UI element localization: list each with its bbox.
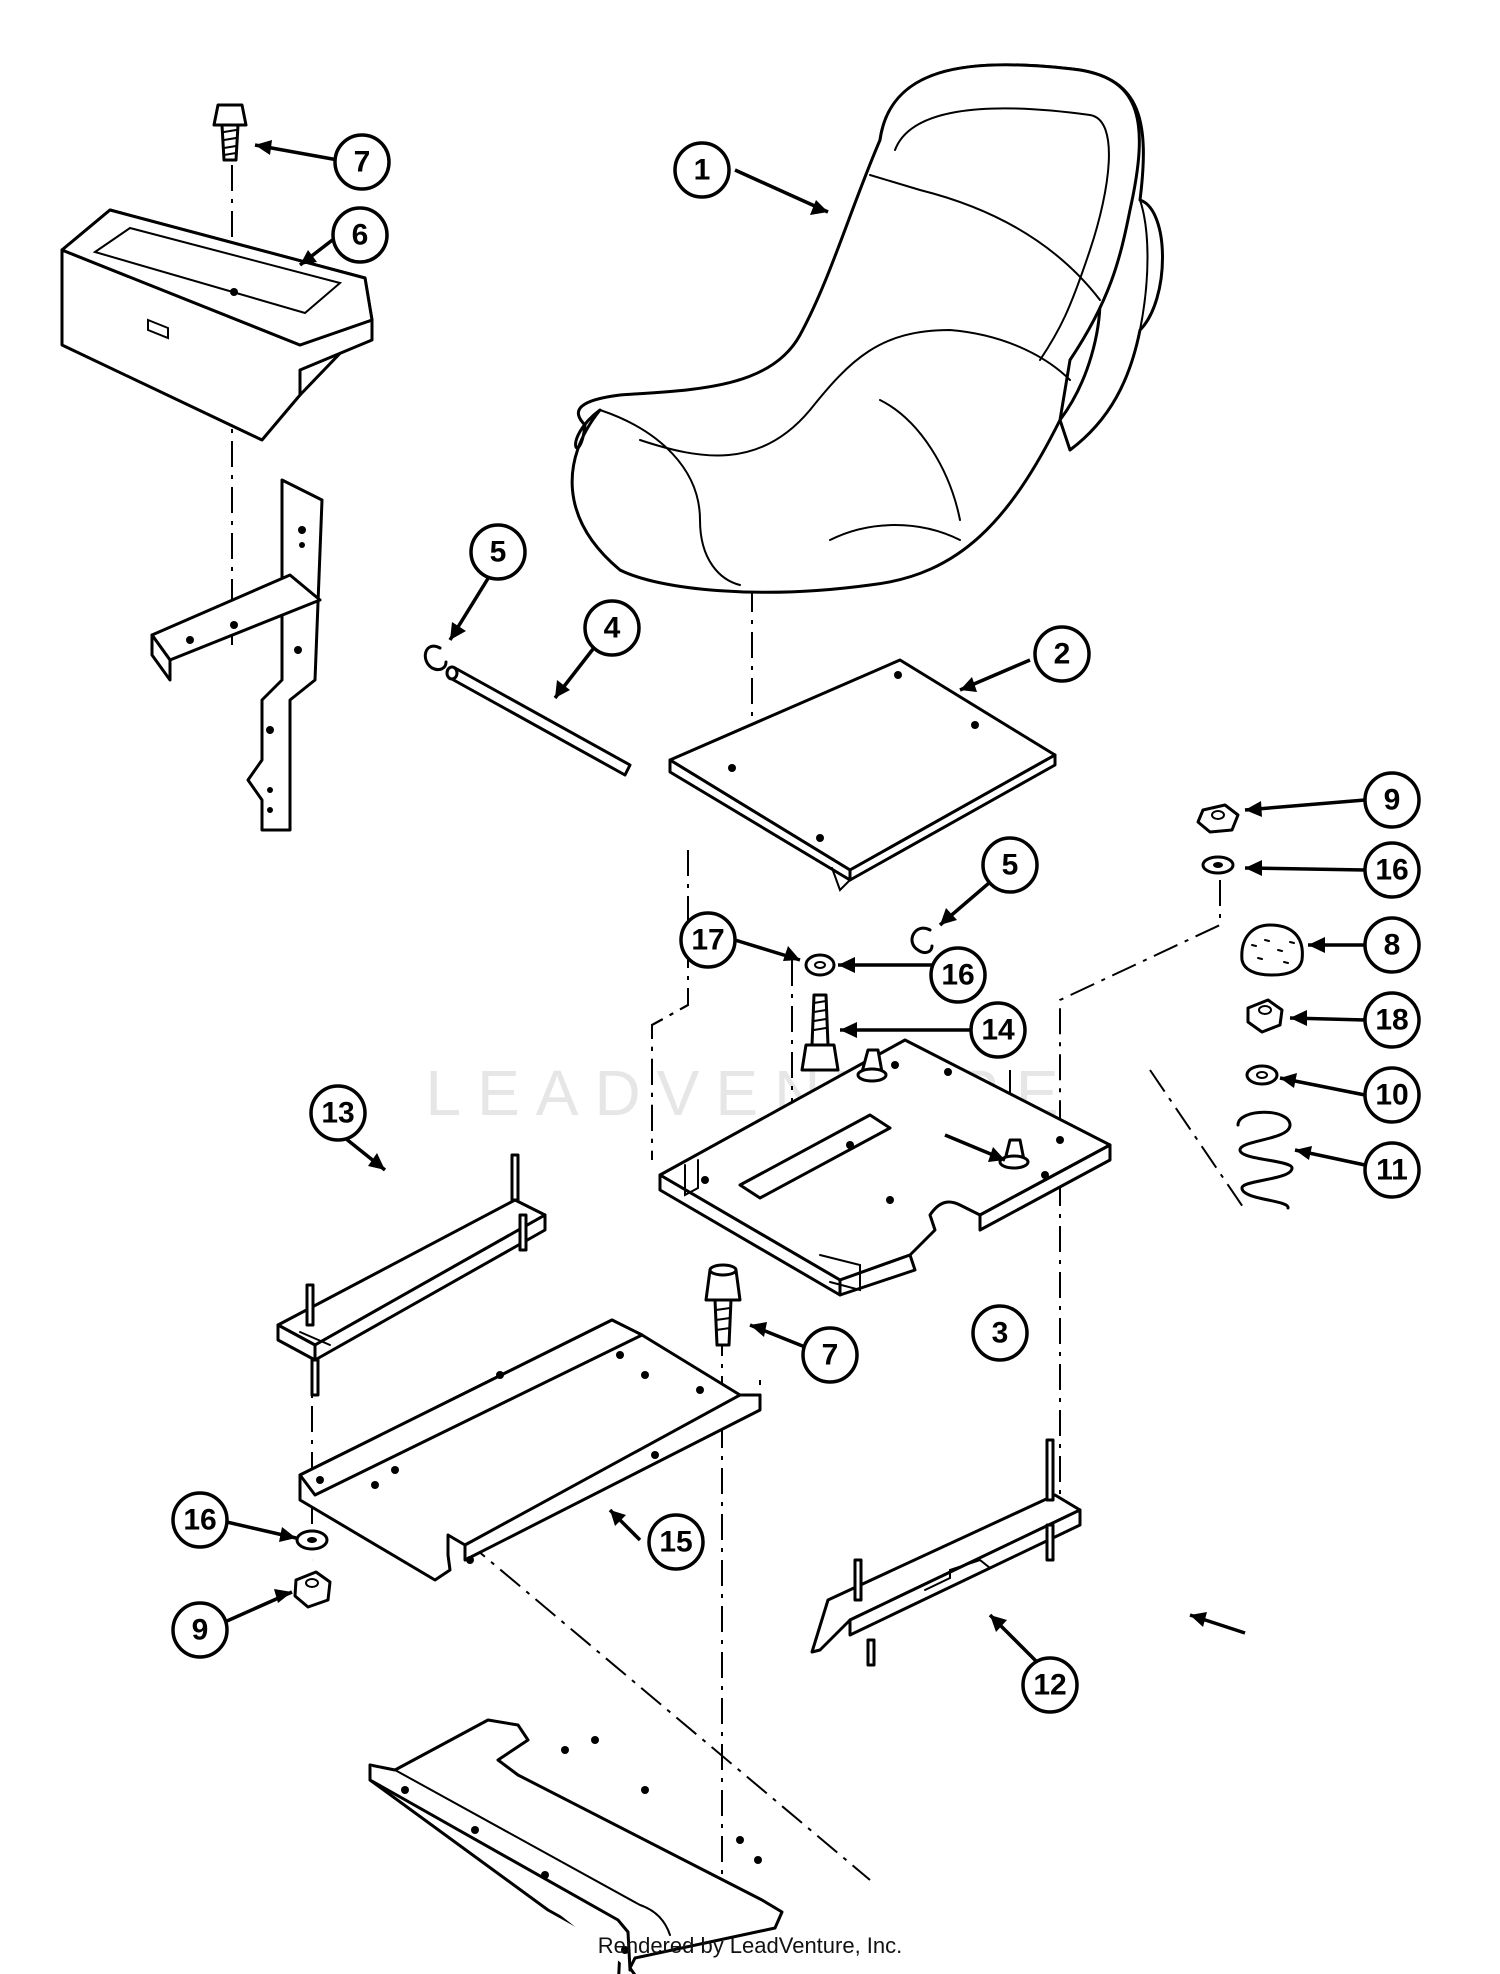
bolt-center — [800, 993, 840, 1072]
callout-9-left-label: 9 — [192, 1614, 209, 1647]
callout-10: 10 — [1363, 1066, 1421, 1124]
pivot-rod — [445, 665, 632, 777]
callout-6: 6 — [331, 206, 389, 264]
washer-16-right — [1201, 855, 1235, 875]
washer-10 — [1245, 1064, 1279, 1086]
callout-12: 12 — [1021, 1656, 1079, 1714]
callout-9-left: 9 — [171, 1601, 229, 1659]
nut-18 — [1246, 998, 1284, 1034]
callout-15-label: 15 — [659, 1526, 692, 1559]
callout-16-left: 16 — [171, 1491, 229, 1549]
callout-2: 2 — [1033, 625, 1091, 683]
callout-2-label: 2 — [1054, 638, 1071, 671]
callout-16-right: 16 — [1363, 841, 1421, 899]
callout-arrowheads — [255, 140, 1325, 1632]
bolt-lower — [704, 1263, 742, 1347]
seat-plate — [668, 658, 1057, 892]
callout-14-label: 14 — [981, 1014, 1015, 1047]
nut-9-left — [293, 1570, 332, 1609]
rail-12 — [810, 1438, 1082, 1667]
callout-6-label: 6 — [352, 219, 369, 252]
clip-left — [423, 644, 448, 672]
slide-plate — [298, 1318, 762, 1582]
footer-credit: Rendered by LeadVenture, Inc. — [597, 1933, 903, 1958]
callout-9-right: 9 — [1363, 771, 1421, 829]
washer-16-left — [295, 1529, 329, 1551]
rail-13 — [276, 1153, 547, 1397]
callout-1: 1 — [673, 141, 731, 199]
callout-14: 14 — [969, 1001, 1027, 1059]
callout-8-label: 8 — [1384, 929, 1401, 962]
callout-4: 4 — [583, 599, 641, 657]
callout-5-right-label: 5 — [1002, 849, 1019, 882]
callout-7-lower: 7 — [801, 1326, 859, 1384]
callout-1-label: 1 — [694, 154, 711, 187]
bumper-8 — [1240, 923, 1304, 977]
callout-5-top: 5 — [469, 523, 527, 581]
callout-3: 3 — [971, 1304, 1029, 1362]
callout-18: 18 — [1363, 991, 1421, 1049]
callout-11-label: 11 — [1376, 1154, 1408, 1187]
callout-15: 15 — [647, 1513, 705, 1571]
callout-12-label: 12 — [1033, 1669, 1066, 1702]
callout-16-center-label: 16 — [941, 959, 974, 992]
callout-4-label: 4 — [604, 612, 621, 645]
callout-18-label: 18 — [1375, 1004, 1408, 1037]
callout-16-right-label: 16 — [1375, 854, 1408, 887]
callout-17-label: 17 — [691, 924, 724, 957]
callout-8: 8 — [1363, 916, 1421, 974]
callout-10-label: 10 — [1375, 1079, 1408, 1112]
callout-13: 13 — [309, 1084, 367, 1142]
bolt-top — [212, 103, 248, 162]
callout-7-lower-label: 7 — [822, 1339, 839, 1372]
frame-bracket — [368, 1718, 784, 1974]
callout-3-label: 3 — [992, 1317, 1009, 1350]
callout-7-top-label: 7 — [354, 146, 371, 179]
nut-9-right — [1196, 803, 1240, 834]
spring-11 — [1236, 1110, 1294, 1210]
washer-center — [804, 953, 836, 977]
tool-box-bracket — [150, 478, 324, 832]
callout-5-right: 5 — [981, 836, 1039, 894]
callout-9-right-label: 9 — [1384, 784, 1401, 817]
clip-right — [910, 926, 934, 955]
callout-11: 11 — [1363, 1141, 1421, 1199]
callout-7-top: 7 — [333, 133, 391, 191]
mounting-plate — [658, 1038, 1112, 1297]
callout-5-top-label: 5 — [490, 536, 507, 569]
callout-16-left-label: 16 — [183, 1504, 216, 1537]
tool-box — [60, 208, 374, 442]
seat — [570, 63, 1164, 594]
callout-17: 17 — [679, 911, 737, 969]
callout-16-center: 16 — [929, 946, 987, 1004]
callout-13-label: 13 — [321, 1097, 354, 1130]
